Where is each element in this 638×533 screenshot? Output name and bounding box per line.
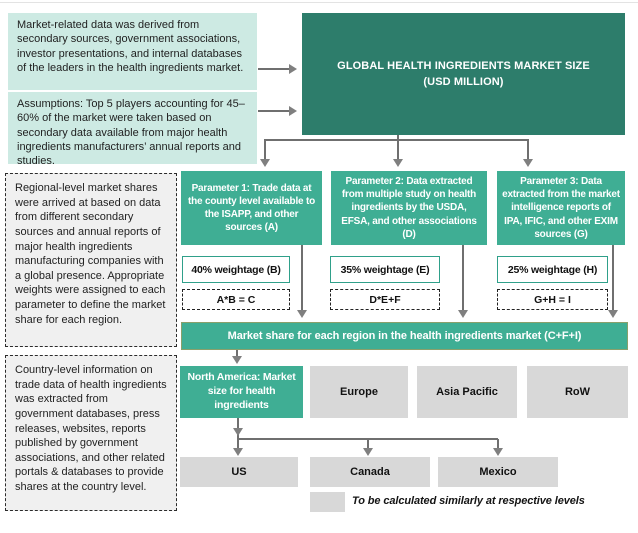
- country-us-box: US: [180, 457, 298, 487]
- connector-root-stub: [397, 135, 399, 140]
- parameter3-title: Parameter 3: Data extracted from the mar…: [502, 176, 620, 240]
- connector-col1-line: [301, 245, 303, 311]
- arrow-mexico-icon: [493, 448, 503, 456]
- country-us-label: US: [231, 466, 247, 478]
- root-market-size-box: GLOBAL HEALTH INGREDIENTS MARKET SIZE (U…: [302, 13, 625, 135]
- arrow-param1-icon: [260, 159, 270, 167]
- connector-col3-line: [612, 245, 614, 311]
- weightage2-box: 35% weightage (E): [330, 256, 440, 283]
- weightage3-label: 25% weightage (H): [507, 263, 598, 276]
- arrow-col1-icon: [297, 310, 307, 318]
- parameter1-box: Parameter 1: Trade data at the county le…: [181, 171, 322, 245]
- arrow-us-icon: [233, 448, 243, 456]
- formula2-box: D*E+F: [330, 289, 440, 310]
- legend-swatch: [310, 492, 345, 512]
- connector-drop-param2: [397, 140, 399, 160]
- note-regional-method-text: Regional-level market shares were arrive…: [15, 182, 166, 326]
- connector-note2-line: [258, 110, 290, 112]
- top-border-line: [0, 2, 638, 3]
- region-north-america-label: North America: Market size for health in…: [187, 371, 296, 411]
- weightage1-box: 40% weightage (B): [182, 256, 290, 283]
- root-title-line1: GLOBAL HEALTH INGREDIENTS MARKET SIZE: [337, 59, 590, 72]
- formula3-label: G+H = I: [534, 293, 571, 306]
- formula3-box: G+H = I: [497, 289, 608, 310]
- connector-root-hline: [264, 139, 529, 141]
- region-north-america-box: North America: Market size for health in…: [180, 366, 303, 418]
- country-canada-box: Canada: [310, 457, 430, 487]
- connector-bar-na-line: [236, 350, 238, 357]
- arrow-note1-icon: [289, 64, 297, 74]
- formula2-label: D*E+F: [369, 293, 401, 306]
- arrow-param3-icon: [523, 159, 533, 167]
- arrow-col2-icon: [458, 310, 468, 318]
- region-asia-pacific-label: Asia Pacific: [436, 386, 498, 398]
- weightage3-box: 25% weightage (H): [497, 256, 608, 283]
- note-secondary-data-text: Market-related data was derived from sec…: [17, 19, 244, 74]
- note-assumptions-text: Assumptions: Top 5 players accounting fo…: [17, 98, 245, 168]
- connector-drop-canada: [367, 439, 369, 449]
- region-europe-label: Europe: [340, 386, 378, 398]
- note-country-method-text: Country-level information on trade data …: [15, 364, 167, 493]
- arrow-note2-icon: [289, 106, 297, 116]
- region-row-label: RoW: [564, 386, 591, 398]
- connector-drop-param1: [264, 140, 266, 160]
- arrow-param2-icon: [393, 159, 403, 167]
- region-asia-pacific-box: Asia Pacific: [417, 366, 517, 418]
- parameter1-title: Parameter 1: Trade data at the county le…: [187, 182, 316, 234]
- market-share-bar: Market share for each region in the heal…: [181, 322, 628, 350]
- note-secondary-data: Market-related data was derived from sec…: [8, 13, 257, 90]
- legend-label: To be calculated similarly at respective…: [352, 495, 585, 507]
- parameter2-title: Parameter 2: Data extracted from multipl…: [341, 176, 477, 240]
- region-europe-box: Europe: [310, 366, 408, 418]
- weightage2-label: 35% weightage (E): [340, 263, 430, 276]
- connector-note1-line: [258, 68, 290, 70]
- parameter3-box: Parameter 3: Data extracted from the mar…: [497, 171, 625, 245]
- note-country-method: Country-level information on trade data …: [5, 355, 177, 511]
- arrow-bar-na-icon: [232, 356, 242, 364]
- arrow-col3-icon: [608, 310, 618, 318]
- formula1-box: A*B = C: [182, 289, 290, 310]
- arrow-canada-icon: [363, 448, 373, 456]
- parameter2-box: Parameter 2: Data extracted from multipl…: [331, 171, 487, 245]
- country-canada-label: Canada: [350, 466, 390, 478]
- formula1-label: A*B = C: [216, 293, 256, 306]
- connector-drop-mexico: [497, 439, 499, 449]
- connector-countries-hline: [237, 438, 498, 440]
- note-regional-method: Regional-level market shares were arrive…: [5, 173, 177, 347]
- region-row-box: RoW: [527, 366, 628, 418]
- market-share-bar-label: Market share for each region in the heal…: [227, 330, 582, 342]
- connector-col2-line: [462, 245, 464, 311]
- country-mexico-box: Mexico: [438, 457, 558, 487]
- connector-drop-us: [237, 439, 239, 449]
- country-mexico-label: Mexico: [479, 466, 517, 478]
- weightage1-label: 40% weightage (B): [191, 263, 281, 276]
- arrow-na-stub-icon: [233, 428, 243, 436]
- note-assumptions: Assumptions: Top 5 players accounting fo…: [8, 92, 257, 168]
- root-title-line2: (USD MILLION): [423, 76, 504, 88]
- connector-drop-param3: [527, 140, 529, 160]
